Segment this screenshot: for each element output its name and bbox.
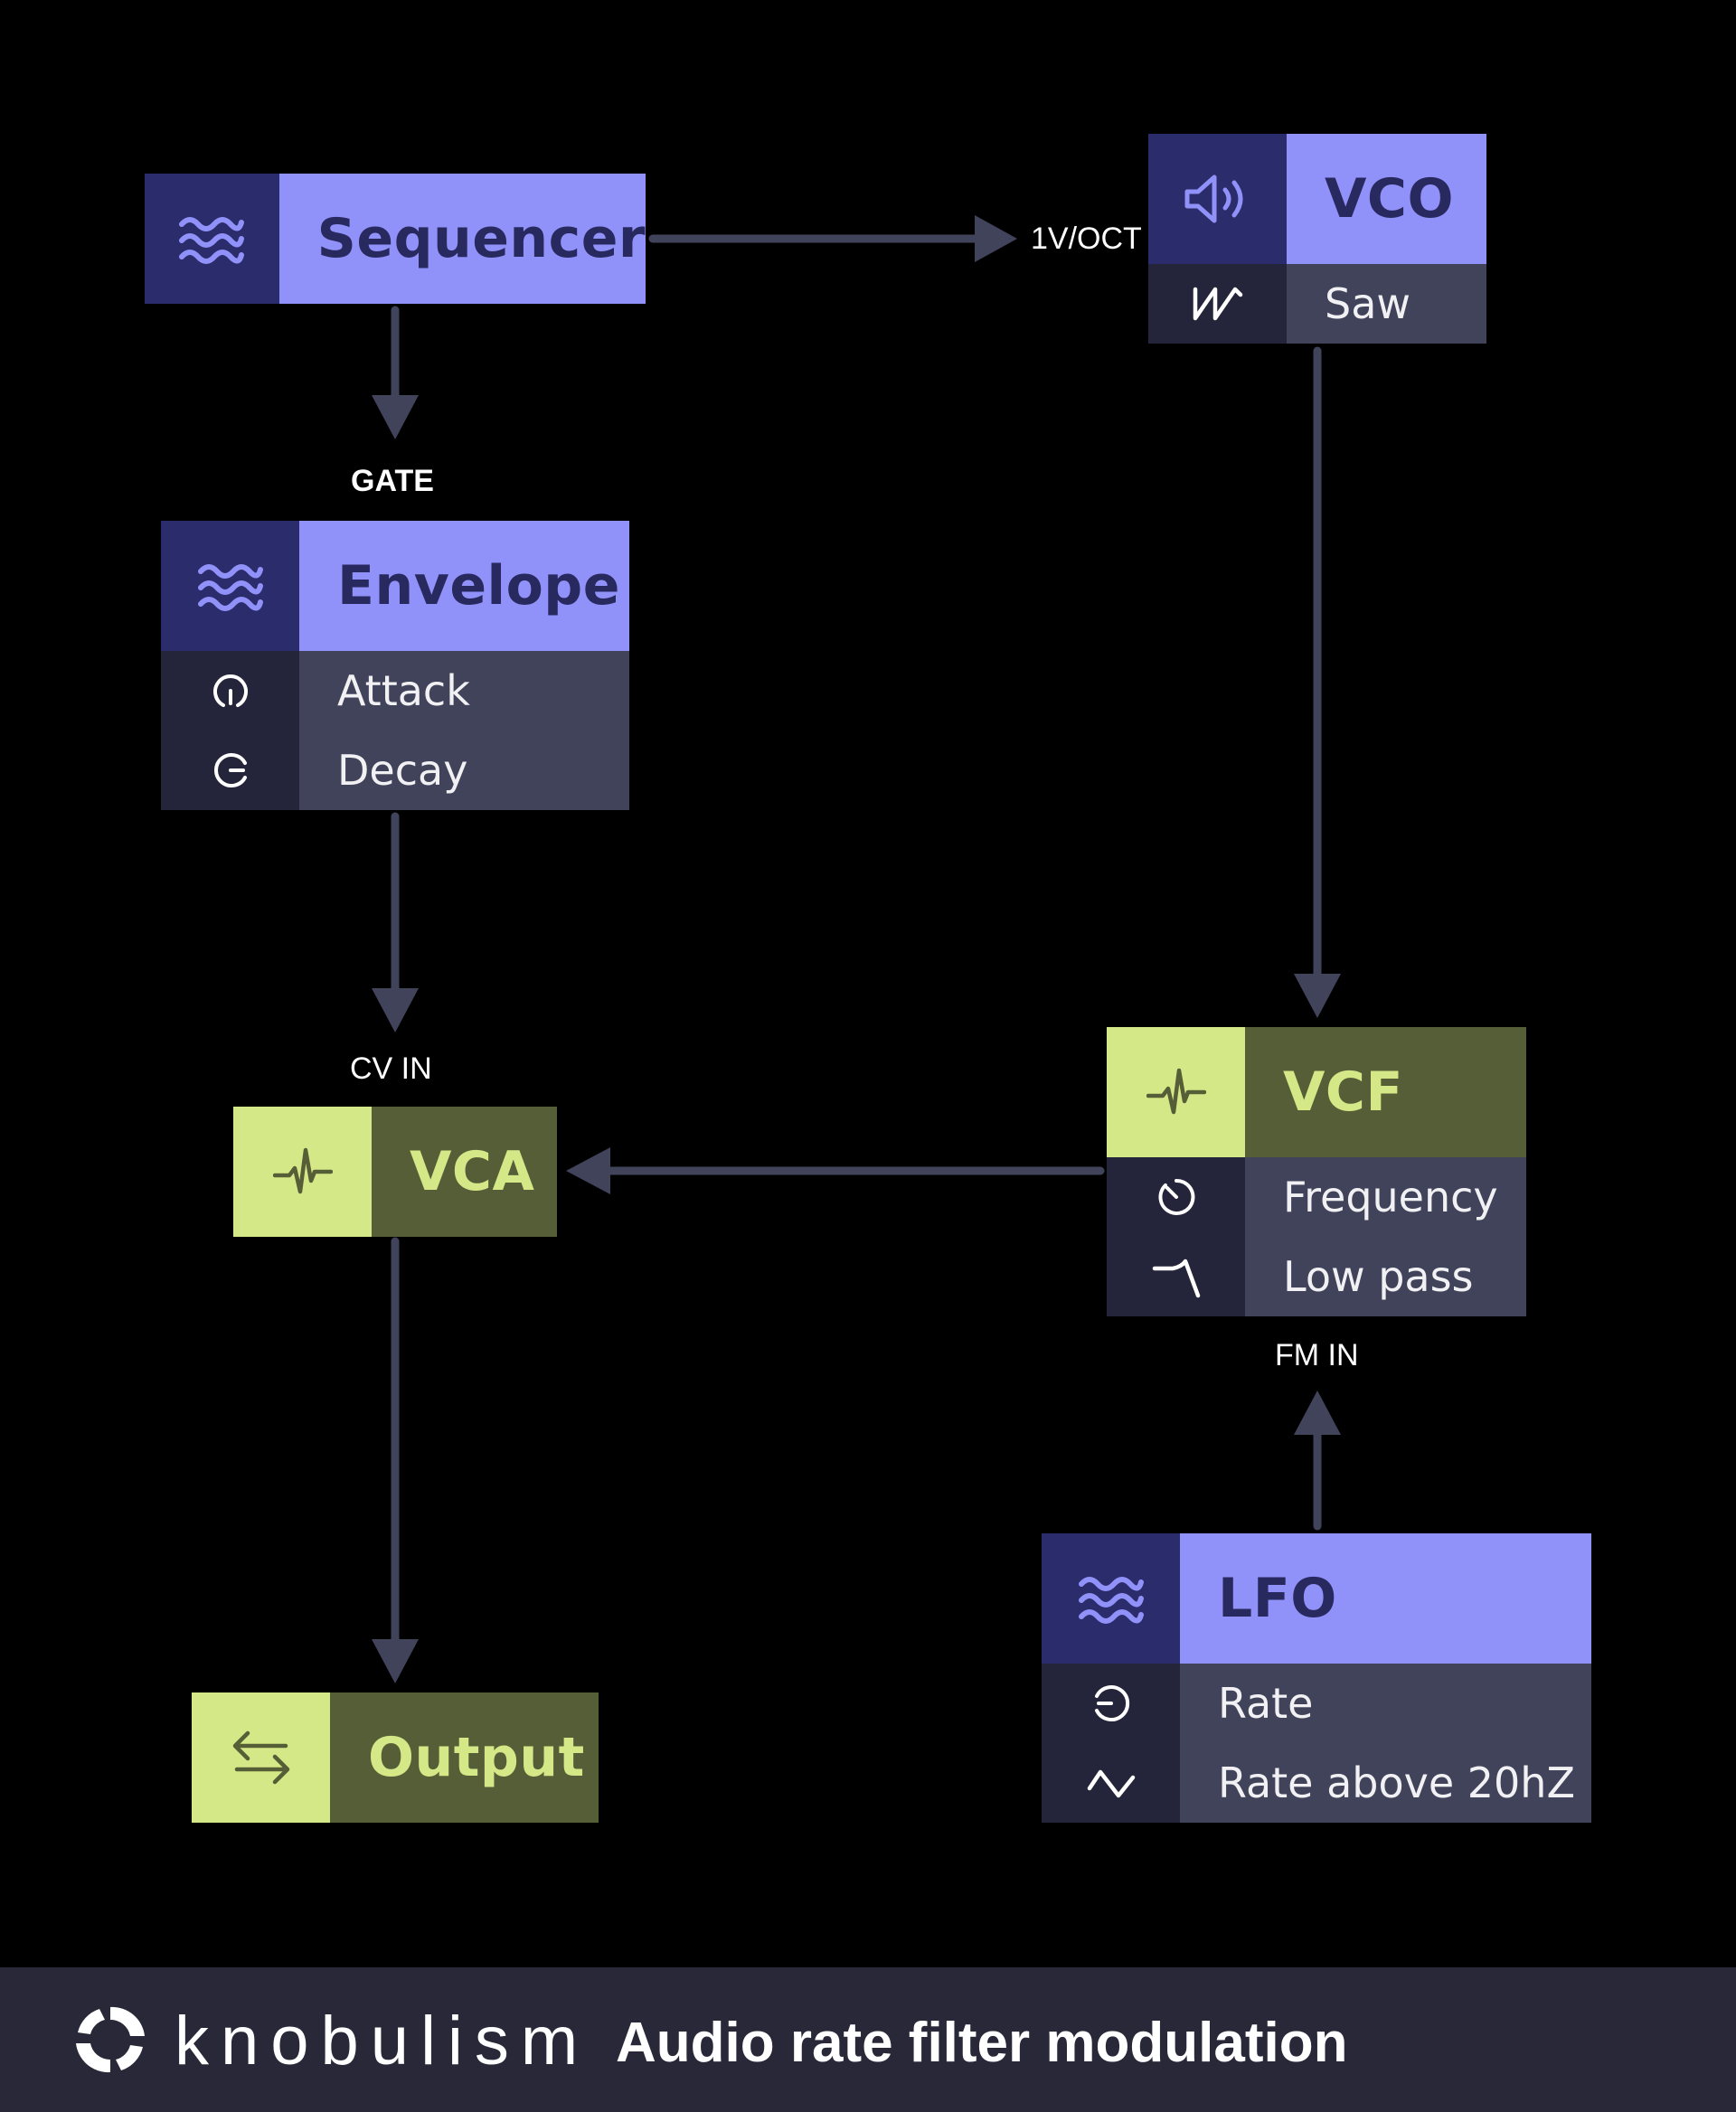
param-row[interactable]: Decay [161,731,629,810]
arrowhead-envelope [372,395,419,439]
module-title: LFO [1180,1533,1591,1664]
brand-name: knobulism [175,2003,590,2079]
pulse-icon [1107,1027,1245,1157]
param-label: Attack [299,651,629,731]
param-row[interactable]: Low pass [1107,1237,1526,1316]
module-envelope[interactable]: Envelope Attack Decay [161,521,629,810]
footer-bar: knobulism Audio rate filter modulation [0,1967,1736,2112]
param-label: Frequency [1245,1157,1526,1237]
module-vco[interactable]: VCO Saw [1148,134,1486,344]
port-label-fm-in: FM IN [1275,1338,1359,1372]
param-label: Rate above 20hZ [1180,1743,1591,1823]
knob-icon [161,731,299,810]
param-label: Decay [299,731,629,810]
waves-icon [1042,1533,1180,1664]
module-title: VCF [1245,1027,1526,1157]
diagram-title: Audio rate filter modulation [616,2012,1348,2074]
arrowhead-vco [975,215,1017,262]
arrowhead-vca-audio [566,1147,610,1194]
pulse-icon [233,1107,372,1237]
module-title: Sequencer [278,174,646,304]
port-label-gate: GATE [351,464,434,498]
knob-icon [1107,1157,1245,1237]
saw-wave-icon [1148,264,1287,344]
module-title: VCA [372,1107,557,1237]
arrowhead-vcf [1294,974,1341,1018]
module-vcf[interactable]: VCF Frequency Low pass [1107,1027,1526,1316]
swap-arrows-icon [192,1692,330,1823]
module-title: VCO [1287,134,1486,264]
module-title: Envelope [299,521,629,651]
param-row[interactable]: Saw [1148,264,1486,344]
port-label-cv-in: CV IN [350,1051,432,1086]
knob-icon [1042,1664,1180,1743]
param-row[interactable]: Frequency [1107,1157,1526,1237]
param-label: Low pass [1245,1237,1526,1316]
port-label-1v-oct: 1V/OCT [1031,222,1142,256]
module-vca[interactable]: VCA [233,1107,557,1237]
module-output[interactable]: Output [192,1692,599,1823]
param-label: Saw [1287,264,1486,344]
param-label: Rate [1180,1664,1591,1743]
lowpass-icon [1107,1237,1245,1316]
waves-icon [145,174,279,304]
speaker-icon [1148,134,1287,264]
param-row[interactable]: Rate [1042,1664,1591,1743]
waves-icon [161,521,299,651]
param-row[interactable]: Attack [161,651,629,731]
arrowhead-vca-cv [372,988,419,1032]
module-sequencer[interactable]: Sequencer [145,174,646,304]
arrowhead-output [372,1639,419,1683]
knob-icon [161,651,299,731]
module-lfo[interactable]: LFO Rate Rate above 20hZ [1042,1533,1591,1823]
module-title: Output [330,1692,599,1823]
knobulism-logo-icon [69,1998,152,2085]
param-row[interactable]: Rate above 20hZ [1042,1743,1591,1823]
arrowhead-vcf-fm [1294,1391,1341,1435]
triangle-wave-icon [1042,1743,1180,1823]
